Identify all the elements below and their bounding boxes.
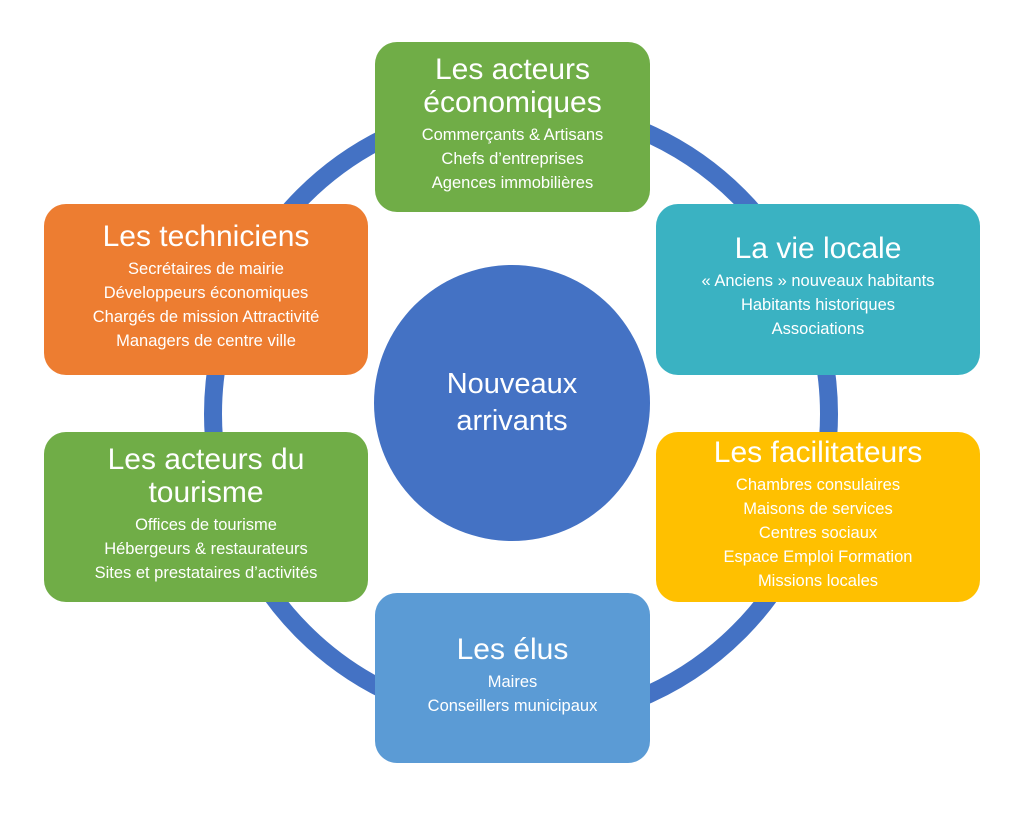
- center-circle-nouveaux-arrivants: Nouveaux arrivants: [374, 265, 650, 541]
- box-item: Développeurs économiques: [103, 284, 309, 302]
- box-elus: Les élus Maires Conseillers municipaux: [375, 593, 650, 763]
- center-label-line-1: Nouveaux: [446, 368, 578, 400]
- box-item: Missions locales: [757, 571, 879, 590]
- box-item: Maires: [487, 672, 538, 691]
- box-acteurs-economiques: Les acteurs économiques Commerçants & Ar…: [375, 42, 650, 212]
- box-facilitateurs: Les facilitateurs Chambres consulaires M…: [656, 432, 980, 602]
- box-item: Chambres consulaires: [735, 475, 901, 494]
- box-title: La vie locale: [734, 232, 902, 265]
- box-item: Agences immobilières: [431, 174, 594, 192]
- box-item: « Anciens » nouveaux habitants: [701, 272, 935, 290]
- box-title-line-2: économiques: [423, 86, 602, 119]
- box-title-line-2: tourisme: [148, 476, 264, 509]
- box-techniciens: Les techniciens Secrétaires de mairie Dé…: [44, 204, 368, 375]
- box-item: Secrétaires de mairie: [128, 260, 284, 278]
- box-item: Maisons de services: [743, 499, 893, 518]
- box-item: Associations: [771, 320, 865, 338]
- box-item: Conseillers municipaux: [427, 696, 598, 715]
- box-title: Les acteurs: [434, 53, 591, 86]
- box-title: Les élus: [456, 632, 569, 666]
- box-item: Sites et prestataires d’activités: [94, 564, 318, 582]
- box-item: Commerçants & Artisans: [421, 126, 604, 144]
- center-label-line-2: arrivants: [456, 405, 568, 437]
- box-acteurs-tourisme: Les acteurs du tourisme Offices de touri…: [44, 432, 368, 602]
- box-vie-locale: La vie locale « Anciens » nouveaux habit…: [656, 204, 980, 375]
- box-item: Hébergeurs & restaurateurs: [104, 540, 308, 558]
- box-title: Les techniciens: [102, 220, 310, 253]
- box-item: Chargés de mission Attractivité: [92, 308, 320, 326]
- box-item: Habitants historiques: [740, 296, 896, 314]
- box-item: Offices de tourisme: [135, 516, 277, 534]
- box-item: Managers de centre ville: [116, 332, 296, 350]
- box-item: Espace Emploi Formation: [723, 547, 913, 566]
- box-item: Centres sociaux: [758, 523, 878, 542]
- box-title: Les facilitateurs: [713, 435, 923, 469]
- box-title: Les acteurs du: [107, 443, 305, 476]
- box-item: Chefs d’entreprises: [441, 150, 584, 168]
